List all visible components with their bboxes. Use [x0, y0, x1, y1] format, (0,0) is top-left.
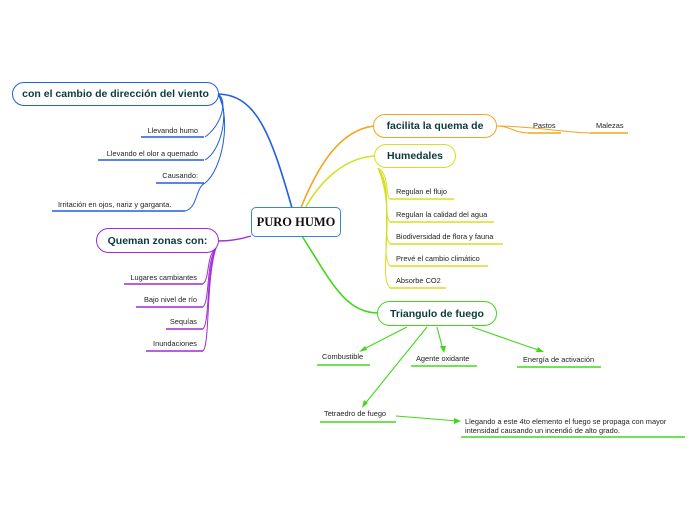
subtopic-lugares-cambiantes[interactable]: Lugares cambiantes	[130, 273, 197, 282]
topic-viento-label: con el cambio de dirección del viento	[22, 88, 209, 100]
subtopic-combustible[interactable]: Combustible	[322, 352, 364, 361]
topic-humedales[interactable]: Humedales	[374, 144, 456, 168]
topic-humedales-label: Humedales	[386, 150, 444, 162]
subtopic-energia-activacion[interactable]: Energía de activación	[523, 355, 595, 364]
subtopic-tetraedro-note[interactable]: Llegando a este 4to elemento el fuego se…	[465, 417, 667, 435]
subtopic-llevando-olor[interactable]: Llevando el olor a quemado	[106, 149, 198, 158]
topic-queman-label: Queman zonas con:	[107, 234, 208, 247]
topic-viento[interactable]: con el cambio de dirección del viento	[12, 82, 219, 106]
subtopic-irritacion[interactable]: Irritación en ojos, nariz y garganta.	[58, 200, 172, 209]
subtopic-regulan-flujo[interactable]: Regulan el flujo	[396, 187, 447, 196]
subtopic-tetraedro[interactable]: Tetraedro de fuego	[324, 409, 387, 418]
subtopic-llevando-humo[interactable]: Llevando humo	[147, 126, 198, 135]
central-topic[interactable]: PURO HUMO	[251, 207, 341, 237]
subtopic-absorbe-co2[interactable]: Absorbe CO2	[396, 276, 441, 285]
subtopic-cambio-climatico[interactable]: Prevé el cambio climático	[396, 254, 480, 263]
topic-quema[interactable]: facilita la quema de	[373, 114, 497, 138]
subtopic-biodiversidad[interactable]: Biodiversidad de flora y fauna	[396, 232, 494, 241]
subtopic-causando[interactable]: Causando:	[162, 171, 198, 180]
subtopic-calidad-agua[interactable]: Regulan la calidad del agua	[396, 210, 488, 219]
subtopic-inundaciones[interactable]: Inundaciones	[153, 339, 197, 348]
subtopic-agente-oxidante[interactable]: Agente oxidante	[416, 354, 470, 363]
subtopic-malezas[interactable]: Malezas	[596, 121, 624, 130]
topic-triangulo[interactable]: Triangulo de fuego	[377, 301, 497, 326]
central-topic-label: PURO HUMO	[256, 214, 336, 229]
subtopic-bajo-nivel-rio[interactable]: Bajo nivel de río	[144, 295, 197, 304]
subtopic-sequias[interactable]: Sequías	[169, 317, 197, 326]
topic-queman[interactable]: Queman zonas con:	[96, 228, 219, 253]
topic-triangulo-label: Triangulo de fuego	[390, 307, 484, 320]
topic-quema-label: facilita la quema de	[386, 120, 484, 132]
subtopic-pastos[interactable]: Pastos	[533, 121, 556, 130]
